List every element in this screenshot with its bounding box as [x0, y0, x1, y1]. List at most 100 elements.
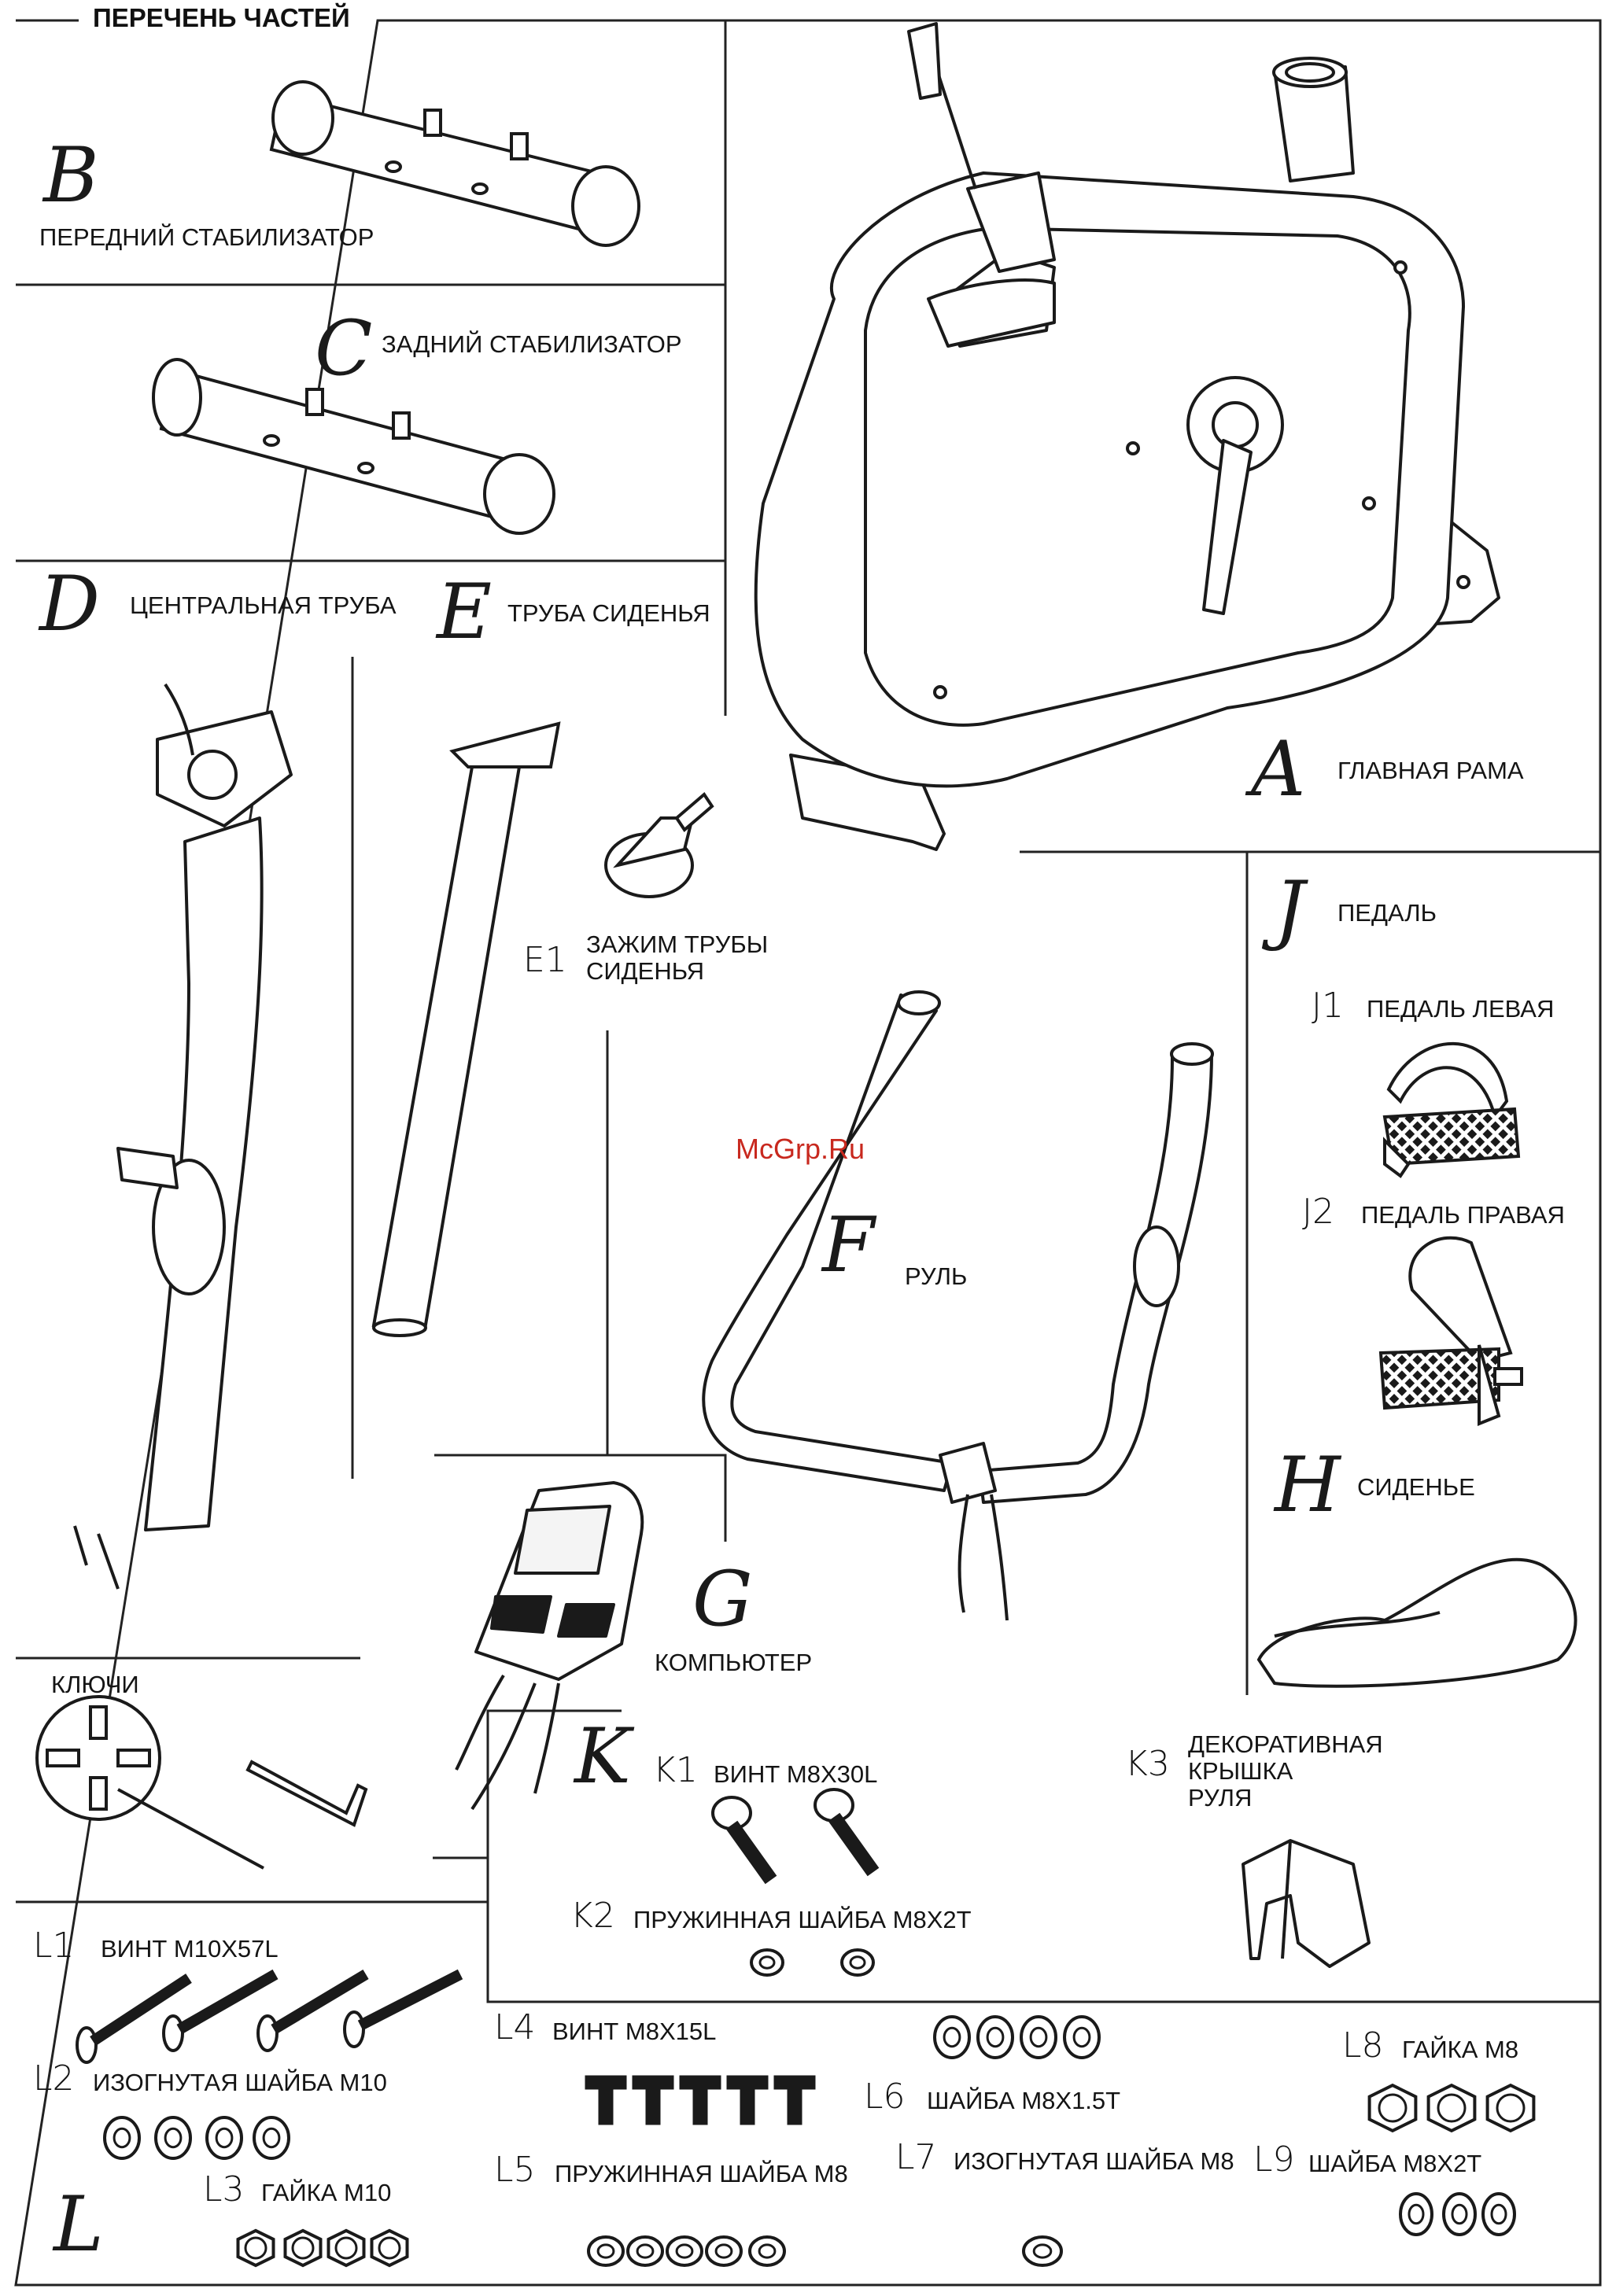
seat-drawing: [1256, 1557, 1577, 1688]
label-l3-nut: ГАЙКА M10: [261, 2179, 392, 2206]
pedal-left-drawing: [1382, 1041, 1521, 1178]
label-front-stabilizer: ПЕРЕДНИЙ СТАБИЛИЗАТОР: [39, 223, 374, 251]
divider-g: [434, 1454, 727, 1542]
handlebar-drawing: [702, 990, 1214, 1621]
label-pedal-right: ПЕДАЛЬ ПРАВАЯ: [1361, 1201, 1565, 1229]
handlebar-cover-drawing: [1242, 1839, 1371, 1968]
label-k3-1: ДЕКОРАТИВНАЯ: [1188, 1730, 1383, 1758]
divider-k-box: [486, 1709, 1600, 2003]
l8-nut: [1485, 2083, 1536, 2133]
code-k1: K1: [653, 1750, 698, 1790]
l2-washer: [205, 2116, 243, 2160]
label-l6-washer: ШАЙБА M8X1.5T: [927, 2087, 1121, 2114]
label-keys: КЛЮЧИ: [51, 1671, 139, 1698]
k2-washer: [840, 1948, 875, 1977]
l5-washer: [587, 2235, 625, 2267]
page-title: ПЕРЕЧЕНЬ ЧАСТЕЙ: [87, 3, 356, 33]
l3-nut: [283, 2228, 323, 2268]
label-seat-clamp-1: ЗАЖИМ ТРУБЫ: [586, 931, 769, 958]
label-l5-washer: ПРУЖИННАЯ ШАЙБА M8: [555, 2160, 848, 2187]
label-k1-screw: ВИНТ M8X30L: [714, 1760, 878, 1788]
pedal-right-drawing: [1378, 1236, 1523, 1426]
label-pedal-left: ПЕДАЛЬ ЛЕВАЯ: [1367, 995, 1555, 1023]
l6-washer: [976, 2015, 1014, 2059]
l1-bolts-drawing: [76, 1969, 463, 2064]
l5-washer: [705, 2235, 743, 2267]
l2-washer: [253, 2116, 290, 2160]
outer-border: [14, 19, 1602, 2287]
code-l2: L2: [33, 2058, 75, 2099]
label-l1-bolt: ВИНТ M10X57L: [101, 1935, 279, 1962]
letter-a: A: [1251, 725, 1306, 813]
code-k3: K3: [1125, 1744, 1170, 1784]
label-l8-nut: ГАЙКА M8: [1402, 2036, 1519, 2063]
label-handlebar: РУЛЬ: [905, 1262, 968, 1290]
l9-washer: [1442, 2192, 1477, 2236]
l2-washer: [154, 2116, 192, 2160]
label-seat-clamp-2: СИДЕНЬЯ: [586, 957, 705, 985]
l6-washer: [1020, 2015, 1057, 2059]
l6-washer: [933, 2015, 971, 2059]
code-l1: L1: [33, 1926, 75, 1966]
code-j1: J1: [1312, 986, 1344, 1026]
code-e1: E1: [523, 940, 567, 980]
l9-washer: [1399, 2192, 1433, 2236]
label-k2-washer: ПРУЖИННАЯ ШАЙБА M8X2T: [633, 1906, 972, 1933]
label-l4-screw: ВИНТ M8X15L: [552, 2018, 717, 2045]
label-k3-2: КРЫШКА: [1188, 1757, 1293, 1785]
letter-h: H: [1275, 1441, 1341, 1529]
label-pedal: ПЕДАЛЬ: [1337, 899, 1437, 927]
frame-lines: [14, 19, 1602, 2287]
letter-f: F: [822, 1201, 875, 1289]
label-k3-3: РУЛЯ: [1188, 1784, 1253, 1811]
l4-screws-drawing: [585, 2075, 816, 2125]
l5-washer: [748, 2235, 786, 2267]
letter-l: L: [53, 2180, 104, 2268]
computer-drawing: [455, 1481, 644, 1811]
l6-washer: [1063, 2015, 1101, 2059]
code-l7: L7: [895, 2137, 937, 2177]
k1-screws-drawing: [711, 1788, 880, 1885]
label-l7-washer: ИЗОГНУТАЯ ШАЙБА M8: [954, 2147, 1234, 2175]
code-l5: L5: [494, 2150, 536, 2190]
l3-nut: [327, 2228, 366, 2268]
label-l2-washer: ИЗОГНУТАЯ ШАЙБА M10: [93, 2069, 387, 2096]
code-j2: J2: [1302, 1192, 1334, 1232]
hardware-drawing: [103, 1948, 1536, 2268]
label-computer: КОМПЬЮТЕР: [655, 1649, 813, 1676]
watermark: McGrp.Ru: [736, 1133, 865, 1165]
l8-nut: [1426, 2083, 1477, 2133]
letter-g: G: [692, 1555, 753, 1643]
label-l9-washer: ШАЙБА M8X2T: [1308, 2150, 1482, 2177]
letter-e: E: [437, 568, 493, 656]
main-frame-drawing: [754, 22, 1500, 851]
code-l9: L9: [1253, 2139, 1295, 2180]
letter-j: J: [1275, 865, 1305, 953]
l7-washer: [1022, 2235, 1063, 2267]
code-l3: L3: [203, 2169, 245, 2209]
label-seat: СИДЕНЬЕ: [1357, 1473, 1475, 1501]
central-tube-drawing: [73, 683, 293, 1590]
l5-washer: [626, 2235, 664, 2267]
label-seat-tube: ТРУБА СИДЕНЬЯ: [507, 599, 710, 627]
code-l4: L4: [494, 2007, 536, 2047]
label-main-frame: ГЛАВНАЯ РАМА: [1337, 757, 1524, 784]
code-l6: L6: [864, 2077, 906, 2117]
k2-washer: [750, 1948, 784, 1977]
seat-tube-drawing: [371, 721, 561, 1337]
l3-nut: [236, 2228, 275, 2268]
front-stabilizer-drawing: [269, 80, 640, 247]
l8-nut: [1367, 2083, 1418, 2133]
letter-c: C: [315, 304, 373, 392]
letter-k: K: [574, 1712, 631, 1800]
seat-clamp-drawing: [604, 792, 714, 898]
l2-washer: [103, 2116, 141, 2160]
letter-b: B: [43, 131, 99, 219]
l3-nut: [370, 2228, 409, 2268]
l5-washer: [666, 2235, 703, 2267]
code-l8: L8: [1342, 2025, 1384, 2066]
label-central-tube: ЦЕНТРАЛЬНАЯ ТРУБА: [130, 592, 397, 619]
l9-washer: [1481, 2192, 1516, 2236]
code-k2: K2: [570, 1896, 615, 1936]
